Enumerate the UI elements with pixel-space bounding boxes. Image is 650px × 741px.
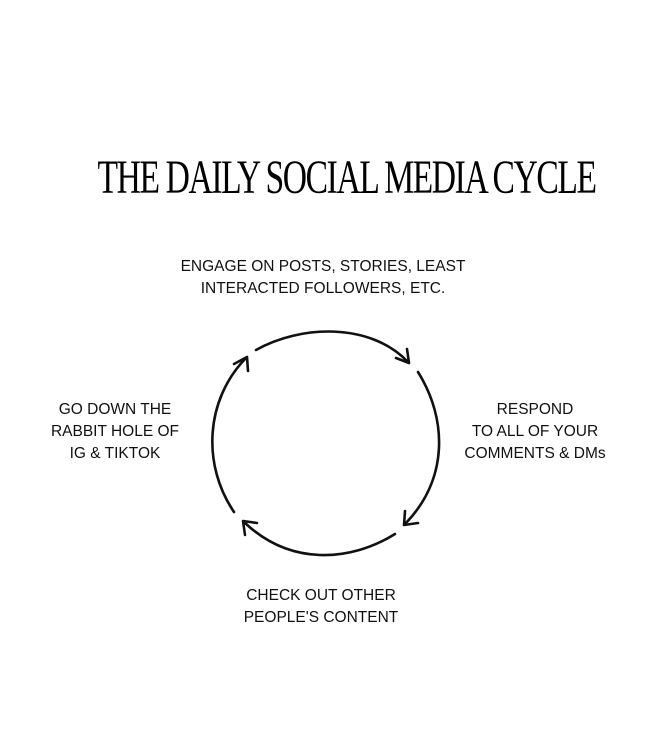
- page-title: THE DAILY SOCIAL MEDIA CYCLE: [97, 151, 598, 204]
- cycle-arrowhead-bottom-left: [241, 519, 259, 537]
- cycle-arrowhead-left-top: [232, 355, 250, 373]
- step-respond-label: RESPOND TO ALL OF YOUR COMMENTS & DMs: [450, 399, 620, 465]
- cycle-arrowhead-top-right: [394, 347, 411, 365]
- step-check-out-line-1: CHECK OUT OTHER: [246, 587, 396, 604]
- cycle-arrow-top-right: [254, 330, 410, 364]
- cycle-arrow-right-bottom: [403, 370, 441, 526]
- step-respond-line-2: TO ALL OF YOUR: [471, 423, 599, 440]
- step-rabbit-hole-label: GO DOWN THE RABBIT HOLE OF IG & TIKTOK: [40, 399, 190, 465]
- step-respond-line-1: RESPOND: [496, 401, 574, 418]
- cycle-arrow-left-top: [211, 356, 248, 514]
- step-check-out-label: CHECK OUT OTHER PEOPLE'S CONTENT: [226, 585, 416, 629]
- step-respond-line-3: COMMENTS & DMs: [464, 445, 606, 462]
- step-rabbit-hole-line-3: IG & TIKTOK: [69, 445, 161, 462]
- step-rabbit-hole-line-1: GO DOWN THE: [58, 401, 172, 418]
- step-rabbit-hole-line-2: RABBIT HOLE OF: [50, 423, 180, 440]
- step-check-out-line-2: PEOPLE'S CONTENT: [243, 609, 399, 626]
- cycle-arrowhead-right-bottom: [402, 509, 420, 527]
- step-engage-line-1: ENGAGE ON POSTS, STORIES, LEAST: [180, 258, 466, 275]
- step-engage-line-2: INTERACTED FOLLOWERS, ETC.: [200, 280, 446, 297]
- cycle-arrow-bottom-left: [242, 520, 397, 557]
- step-engage-label: ENGAGE ON POSTS, STORIES, LEAST INTERACT…: [160, 256, 486, 300]
